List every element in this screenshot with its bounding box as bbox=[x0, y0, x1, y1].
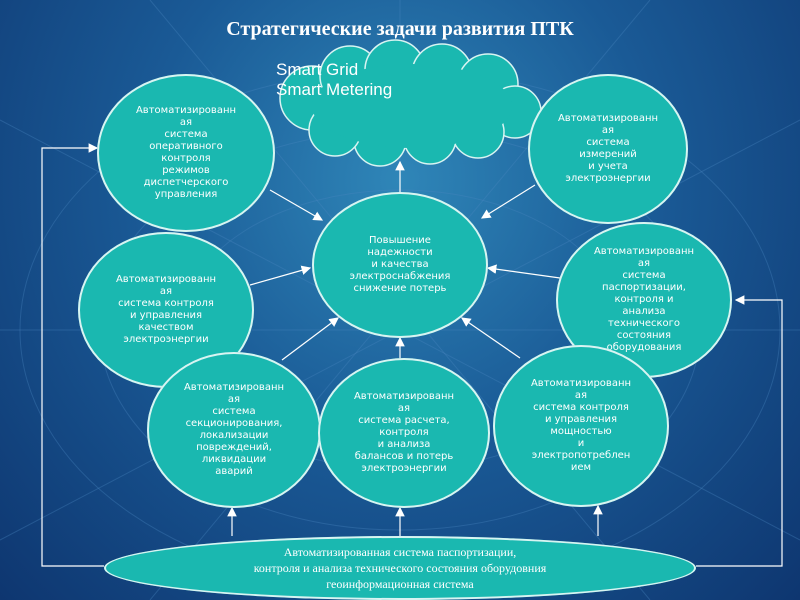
node-calculation-label: Автоматизированн ая система расчета, кон… bbox=[353, 391, 455, 474]
node-operative-label: Автоматизированн ая система оперативного… bbox=[135, 105, 237, 200]
node-passport-label: Автоматизированн ая система паспортизаци… bbox=[593, 246, 695, 353]
arrow-metering-to-center bbox=[480, 184, 536, 219]
node-passport-analysis: Автоматизированн ая система паспортизаци… bbox=[556, 222, 732, 378]
arrow-passport-to-center bbox=[486, 264, 561, 279]
arrow-quality-to-center bbox=[249, 265, 312, 286]
node-metering: Автоматизированн ая система измерений и … bbox=[528, 74, 688, 224]
bottom-gis-label: Автоматизированная система паспортизации… bbox=[253, 545, 547, 591]
node-calculation: Автоматизированн ая система расчета, кон… bbox=[318, 358, 490, 508]
node-sectioning-label: Автоматизированн ая система секционирова… bbox=[183, 382, 285, 477]
cloud-label: Smart Grid Smart Metering bbox=[276, 60, 393, 99]
page-title: Стратегические задачи развития ПТК bbox=[226, 18, 574, 40]
center-goal-label: Повышение надежности и качества электрос… bbox=[349, 235, 451, 294]
node-quality-control: Автоматизированн ая система контроля и у… bbox=[78, 232, 254, 388]
arrow-power-to-center bbox=[461, 317, 521, 359]
node-operative-control: Автоматизированн ая система оперативного… bbox=[97, 74, 275, 232]
arrow-operative-to-center bbox=[269, 189, 324, 221]
center-goal-circle: Повышение надежности и качества электрос… bbox=[312, 192, 488, 338]
arrow-bottom-to-operative bbox=[41, 143, 104, 567]
arrow-sectioning-to-center bbox=[281, 317, 339, 361]
node-metering-label: Автоматизированн ая система измерений и … bbox=[557, 113, 659, 184]
node-sectioning: Автоматизированн ая система секционирова… bbox=[147, 352, 321, 508]
node-power-control: Автоматизированн ая система контроля и у… bbox=[493, 345, 669, 507]
node-quality-label: Автоматизированн ая система контроля и у… bbox=[115, 274, 217, 345]
node-power-label: Автоматизированн ая система контроля и у… bbox=[530, 378, 632, 473]
bottom-gis-system: Автоматизированная система паспортизации… bbox=[104, 536, 696, 600]
arrow-bottom-to-passport bbox=[696, 295, 783, 567]
